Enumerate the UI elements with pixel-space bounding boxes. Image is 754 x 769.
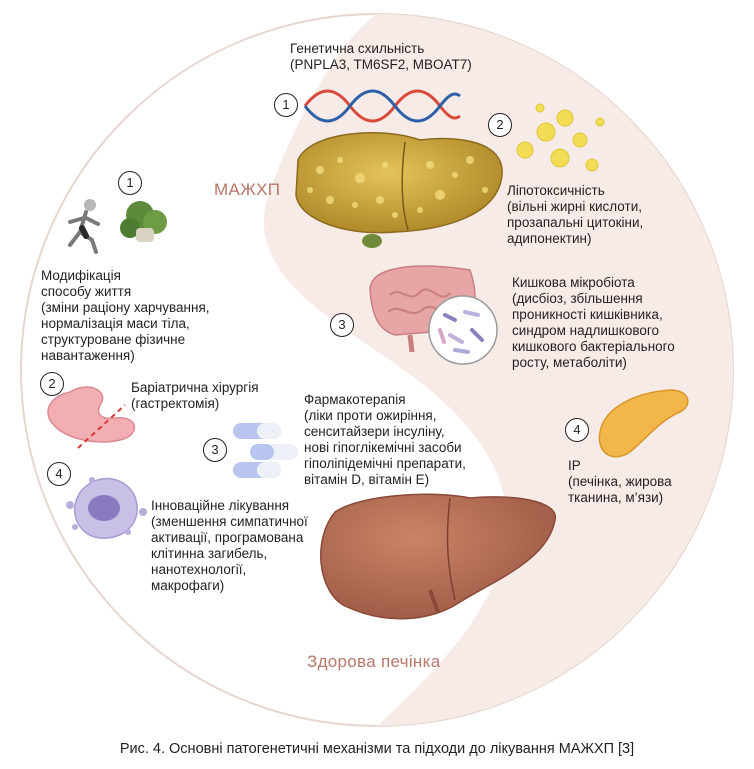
- vegetables-icon: [120, 201, 167, 242]
- fatty-liver-image: [295, 131, 503, 248]
- treatment-2-text: Баріатрична хірургія (гастректомія): [131, 380, 259, 411]
- stomach-icon: [47, 386, 136, 449]
- mechanism-2-text: Ліпотоксичність (вільні жирні кислоти, п…: [507, 183, 644, 246]
- pancreas-icon: [598, 389, 689, 458]
- treatment-1-number: 1: [118, 171, 142, 195]
- healthy-liver-image: [320, 493, 556, 620]
- mechanism-2-number: 2: [488, 113, 512, 137]
- lipid-droplets-icon: [516, 103, 605, 172]
- treatment-1-text: Модифікація способу життя (зміни раціону…: [41, 268, 210, 363]
- treatment-4-text: Інноваційне лікування (зменшення симпати…: [151, 498, 308, 593]
- figure-caption: Рис. 4. Основні патогенетичні механізми …: [119, 741, 635, 757]
- mechanism-1-number: 1: [274, 93, 298, 117]
- treatment-4-number: 4: [47, 462, 71, 486]
- disease-label: МАЖХП: [214, 180, 281, 199]
- mechanism-3-number: 3: [330, 313, 354, 337]
- treatment-3-text: Фармакотерапія (ліки проти ожиріння, сен…: [304, 392, 466, 487]
- cell-icon: [66, 477, 147, 539]
- healthy-liver-label: Здорова печінка: [307, 652, 441, 671]
- treatment-2-number: 2: [40, 372, 64, 396]
- mechanism-1-text: Генетична схильність (PNPLA3, TM6SF2, MB…: [290, 41, 472, 72]
- treatment-3-number: 3: [203, 438, 227, 462]
- lifestyle-icon: [68, 199, 100, 254]
- dna-helix-icon: [303, 89, 461, 123]
- mechanism-4-number: 4: [565, 418, 589, 442]
- microbiota-icon: [428, 295, 498, 365]
- pills-icon: [233, 423, 298, 478]
- mechanism-4-text: ІР (печінка, жирова тканина, м’язи): [568, 458, 672, 505]
- mechanism-3-text: Кишкова мікробіота (дисбіоз, збільшення …: [512, 275, 675, 370]
